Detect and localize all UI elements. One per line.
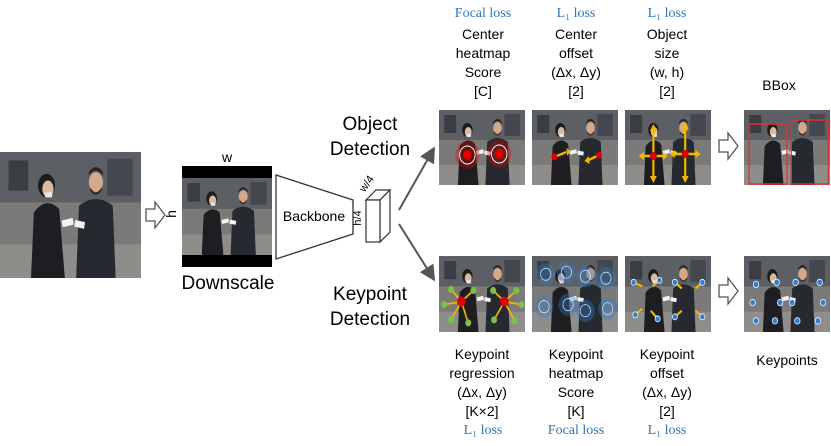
keypoints-label: Keypoints [756,352,818,368]
downscaled-image [182,166,272,267]
bbox-label: BBox [762,77,796,93]
center-offset-loss: L₁ loss [556,6,596,21]
downscale-label: Downscale [181,273,275,294]
h-label: h [163,210,179,218]
keypoint-regression-loss: L₁ loss [463,423,503,438]
center-heatmap-loss: Focal loss [454,6,512,21]
backbone-block [275,174,354,260]
keypoints-image [744,256,830,332]
bbox-image [744,110,830,185]
keypoint-offset-loss: L₁ loss [647,423,687,438]
keypoint-heatmap-loss: Focal loss [547,423,605,438]
keypoint-regression-image [439,256,525,332]
branch-arrows [398,146,436,282]
keypoint-heatmap-image [532,256,618,332]
object-size-loss: L₁ loss [647,6,687,21]
center-heatmap-image [439,110,525,185]
hollow-arrow-icon [718,276,739,306]
w-label: w [221,149,233,165]
hollow-arrow-icon [145,200,166,230]
keypoint-offset-image [625,256,711,332]
input-image [0,152,141,278]
h4-label: h/4 [352,210,364,226]
backbone-label: Backbone [282,208,346,224]
object-size-image [625,110,711,185]
center-offset-image [532,110,618,185]
hollow-arrow-icon [718,131,739,161]
feature-map-cube [364,188,392,244]
